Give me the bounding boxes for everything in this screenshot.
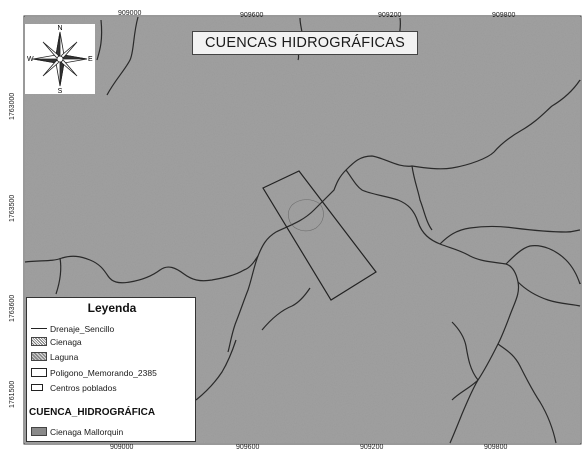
- drainage-line: [517, 281, 581, 307]
- legend-item: Cienaga: [31, 336, 82, 347]
- drainage-line: [451, 379, 479, 401]
- y-tick-left: 1763600: [9, 294, 16, 322]
- legend-subtitle: CUENCA_HIDROGRÁFICA: [29, 407, 156, 418]
- cienaga-area: [287, 199, 324, 232]
- drainage-line: [55, 257, 62, 295]
- populated-center-symbol: [31, 384, 43, 391]
- drainage-line: [451, 321, 479, 381]
- legend-item-label: Cienaga Mallorquin: [50, 426, 124, 437]
- legend-item: Centros poblados: [31, 382, 117, 393]
- drainage-line: [505, 245, 581, 285]
- legend-item: Drenaje_Sencillo: [31, 323, 114, 334]
- drainage-line: [411, 165, 433, 231]
- compass-east-label: E: [88, 56, 93, 63]
- legend-item-label: Centros poblados: [50, 382, 117, 393]
- compass-rose-icon: N S W E: [27, 25, 93, 95]
- drainage-line: [106, 16, 139, 96]
- drainage-line: [195, 339, 237, 401]
- x-tick-top: 909000: [118, 10, 142, 17]
- legend-item-label: Laguna: [50, 351, 79, 362]
- compass-west-label: W: [27, 56, 34, 63]
- x-tick-bottom: 909600: [236, 444, 260, 451]
- legend-item: Cienaga Mallorquin: [31, 426, 123, 437]
- y-tick-left: 1761500: [9, 380, 16, 408]
- legend-item-label: Poligono_Memorando_2385: [50, 367, 157, 378]
- basin-fill-symbol: [31, 427, 47, 436]
- polygon-symbol: [31, 368, 47, 377]
- drainage-line: [96, 19, 103, 61]
- drainage-line: [24, 255, 259, 284]
- legend-item: Poligono_Memorando_2385: [31, 367, 157, 378]
- y-tick-left: 1763000: [9, 92, 16, 120]
- drainage-line-symbol: [31, 328, 47, 329]
- laguna-symbol: [31, 352, 47, 361]
- x-tick-bottom: 909000: [110, 444, 134, 451]
- cienaga-symbol: [31, 337, 47, 346]
- x-tick-bottom: 909200: [360, 444, 384, 451]
- x-tick-top: 909600: [240, 12, 264, 19]
- x-tick-bottom: 909800: [484, 444, 508, 451]
- legend-title: Leyenda: [87, 301, 137, 315]
- drainage-line: [497, 343, 557, 444]
- drainage-line: [261, 287, 311, 331]
- map-title: CUENCAS HIDROGRÁFICAS: [192, 31, 418, 55]
- legend-item-label: Drenaje_Sencillo: [50, 323, 115, 334]
- drainage-line: [439, 225, 581, 245]
- compass-south-label: S: [58, 88, 63, 94]
- y-tick-left: 1763500: [9, 194, 16, 222]
- north-arrow: N S W E: [25, 24, 95, 95]
- map-border: [23, 15, 582, 445]
- map-legend: Leyenda Drenaje_Sencillo Cienaga Laguna …: [26, 297, 196, 442]
- legend-item-label: Cienaga: [50, 336, 82, 347]
- memorandum-polygon[interactable]: [262, 170, 377, 301]
- x-tick-top: 909200: [378, 12, 402, 19]
- compass-north-label: N: [57, 25, 62, 32]
- x-tick-top: 909800: [492, 12, 516, 19]
- legend-item: Laguna: [31, 351, 78, 362]
